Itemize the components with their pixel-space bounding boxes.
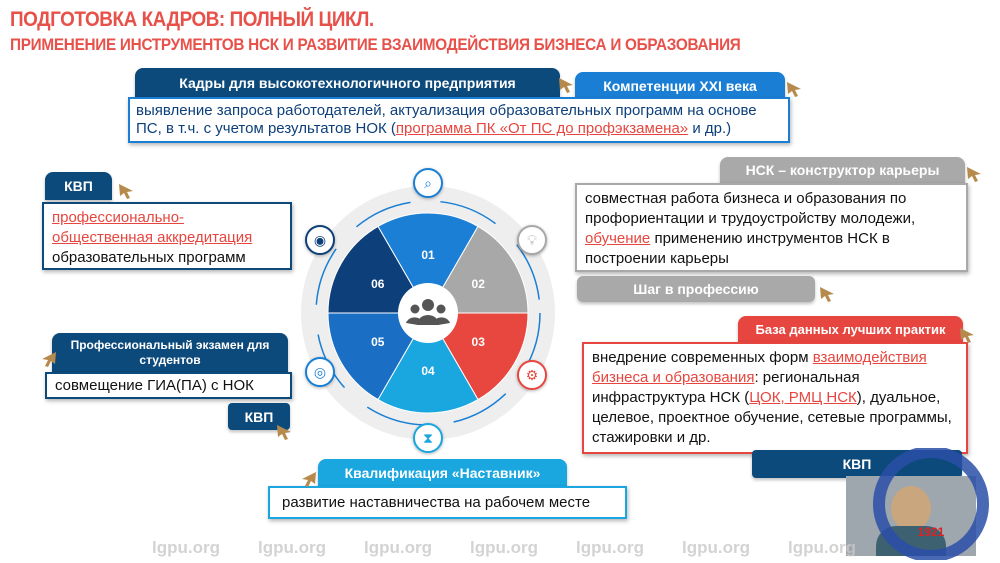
cursor-icon <box>277 425 291 440</box>
mentor-description: развитие наставничества на рабочем месте <box>268 486 627 519</box>
title-line1: ПОДГОТОВКА КАДРОВ: ПОЛНЫЙ ЦИКЛ. <box>10 8 374 31</box>
university-seal: 1921 <box>873 448 989 560</box>
cursor-icon <box>960 328 974 343</box>
kvp-description: профессионально-общественная аккредитаци… <box>42 202 292 270</box>
cursor-icon <box>820 287 834 302</box>
cycle-segment-label: 05 <box>371 335 385 349</box>
practices-description: внедрение современных форм взаимодействи… <box>582 342 968 454</box>
cycle-diagram: 01 02 03 04 05 06 <box>301 186 555 440</box>
cycle-segment-label: 06 <box>371 277 385 291</box>
top-description: выявление запроса работодателей, актуали… <box>128 97 790 143</box>
tab-best-practices[interactable]: База данных лучших практик <box>738 316 963 342</box>
tab-nsk-career[interactable]: НСК – конструктор карьеры <box>720 157 965 183</box>
text: совместная работа бизнеса и образования … <box>585 190 916 227</box>
target-icon: ◎ <box>305 357 335 387</box>
text: применению инструментов НСК в построении… <box>585 230 890 267</box>
watermark: lgpu.org <box>152 538 220 557</box>
watermark: lgpu.org <box>364 538 432 557</box>
text: образовательных программ <box>52 249 246 266</box>
link-accreditation[interactable]: профессионально-общественная аккредитаци… <box>52 209 253 246</box>
title-line2: ПРИМЕНЕНИЕ ИНСТРУМЕНТОВ НСК И РАЗВИТИЕ В… <box>10 35 741 54</box>
center-circle <box>398 283 458 343</box>
search-icon: ⌕ <box>413 168 443 198</box>
cursor-icon <box>42 352 56 367</box>
lightbulb-icon: 💡︎ <box>517 225 547 255</box>
tab-professional-exam[interactable]: Профессиональный экзамен для студентов <box>52 333 288 372</box>
cycle-arrows <box>315 200 541 426</box>
cursor-icon <box>119 184 133 199</box>
seal-year: 1921 <box>918 525 945 539</box>
cycle-segment-label: 01 <box>421 248 435 262</box>
cycle-segment-04[interactable] <box>377 312 479 414</box>
people-icon <box>406 299 450 325</box>
watermark: lgpu.org <box>682 538 750 557</box>
text: внедрение современных форм <box>592 349 813 366</box>
tab-kvp[interactable]: КВП <box>45 172 112 200</box>
cycle-segment-03[interactable] <box>427 312 529 401</box>
dartboard-icon: ◉ <box>305 225 335 255</box>
cycle-segment-01[interactable] <box>377 212 479 314</box>
nsk-description: совместная работа бизнеса и образования … <box>575 183 968 272</box>
watermark: lgpu.org <box>788 538 856 557</box>
tab-21st-century-competencies[interactable]: Компетенции XXI века <box>575 72 785 100</box>
link-interaction[interactable]: взаимодействия бизнеса и образования <box>592 349 927 386</box>
cycle-segment-label: 03 <box>472 335 486 349</box>
link-pk-program[interactable]: программа ПК «От ПС до профэкзамена» <box>395 120 689 137</box>
watermark: lgpu.org <box>576 538 644 557</box>
kvp-button-left[interactable]: КВП <box>228 403 290 430</box>
text: ), дуальное, целевое, проектное обучение… <box>592 389 952 446</box>
step-into-profession-button[interactable]: Шаг в профессию <box>577 276 815 302</box>
watermark: lgpu.org <box>470 538 538 557</box>
cursor-icon <box>967 167 981 182</box>
text: и др.) <box>688 120 732 137</box>
text: выявление запроса работодателей, актуали… <box>136 102 757 137</box>
link-training[interactable]: обучение <box>585 230 651 247</box>
watermark: lgpu.org <box>258 538 326 557</box>
cycle-segment-05[interactable] <box>327 312 429 401</box>
text: : региональная инфраструктура НСК ( <box>592 369 860 406</box>
cycle-segment-06[interactable] <box>327 225 429 314</box>
cycle-segment-label: 04 <box>421 364 435 378</box>
exam-description: совмещение ГИА(ПА) с НОК <box>45 372 292 399</box>
speaker-face <box>891 486 931 531</box>
tab-high-tech-staff[interactable]: Кадры для высокотехнологичного предприят… <box>135 68 560 98</box>
tab-mentor-qualification[interactable]: Квалификация «Наставник» <box>318 459 567 486</box>
hourglass-icon: ⧗ <box>413 423 443 453</box>
cycle-segment-label: 02 <box>472 277 486 291</box>
gears-icon: ⚙ <box>517 360 547 390</box>
speaker-video <box>846 476 976 556</box>
cursor-icon <box>559 78 573 93</box>
link-cok[interactable]: ЦОК, РМЦ НСК <box>749 389 857 406</box>
cycle-segment-02[interactable] <box>427 225 529 314</box>
cursor-icon <box>302 472 316 487</box>
cursor-icon <box>787 82 801 97</box>
